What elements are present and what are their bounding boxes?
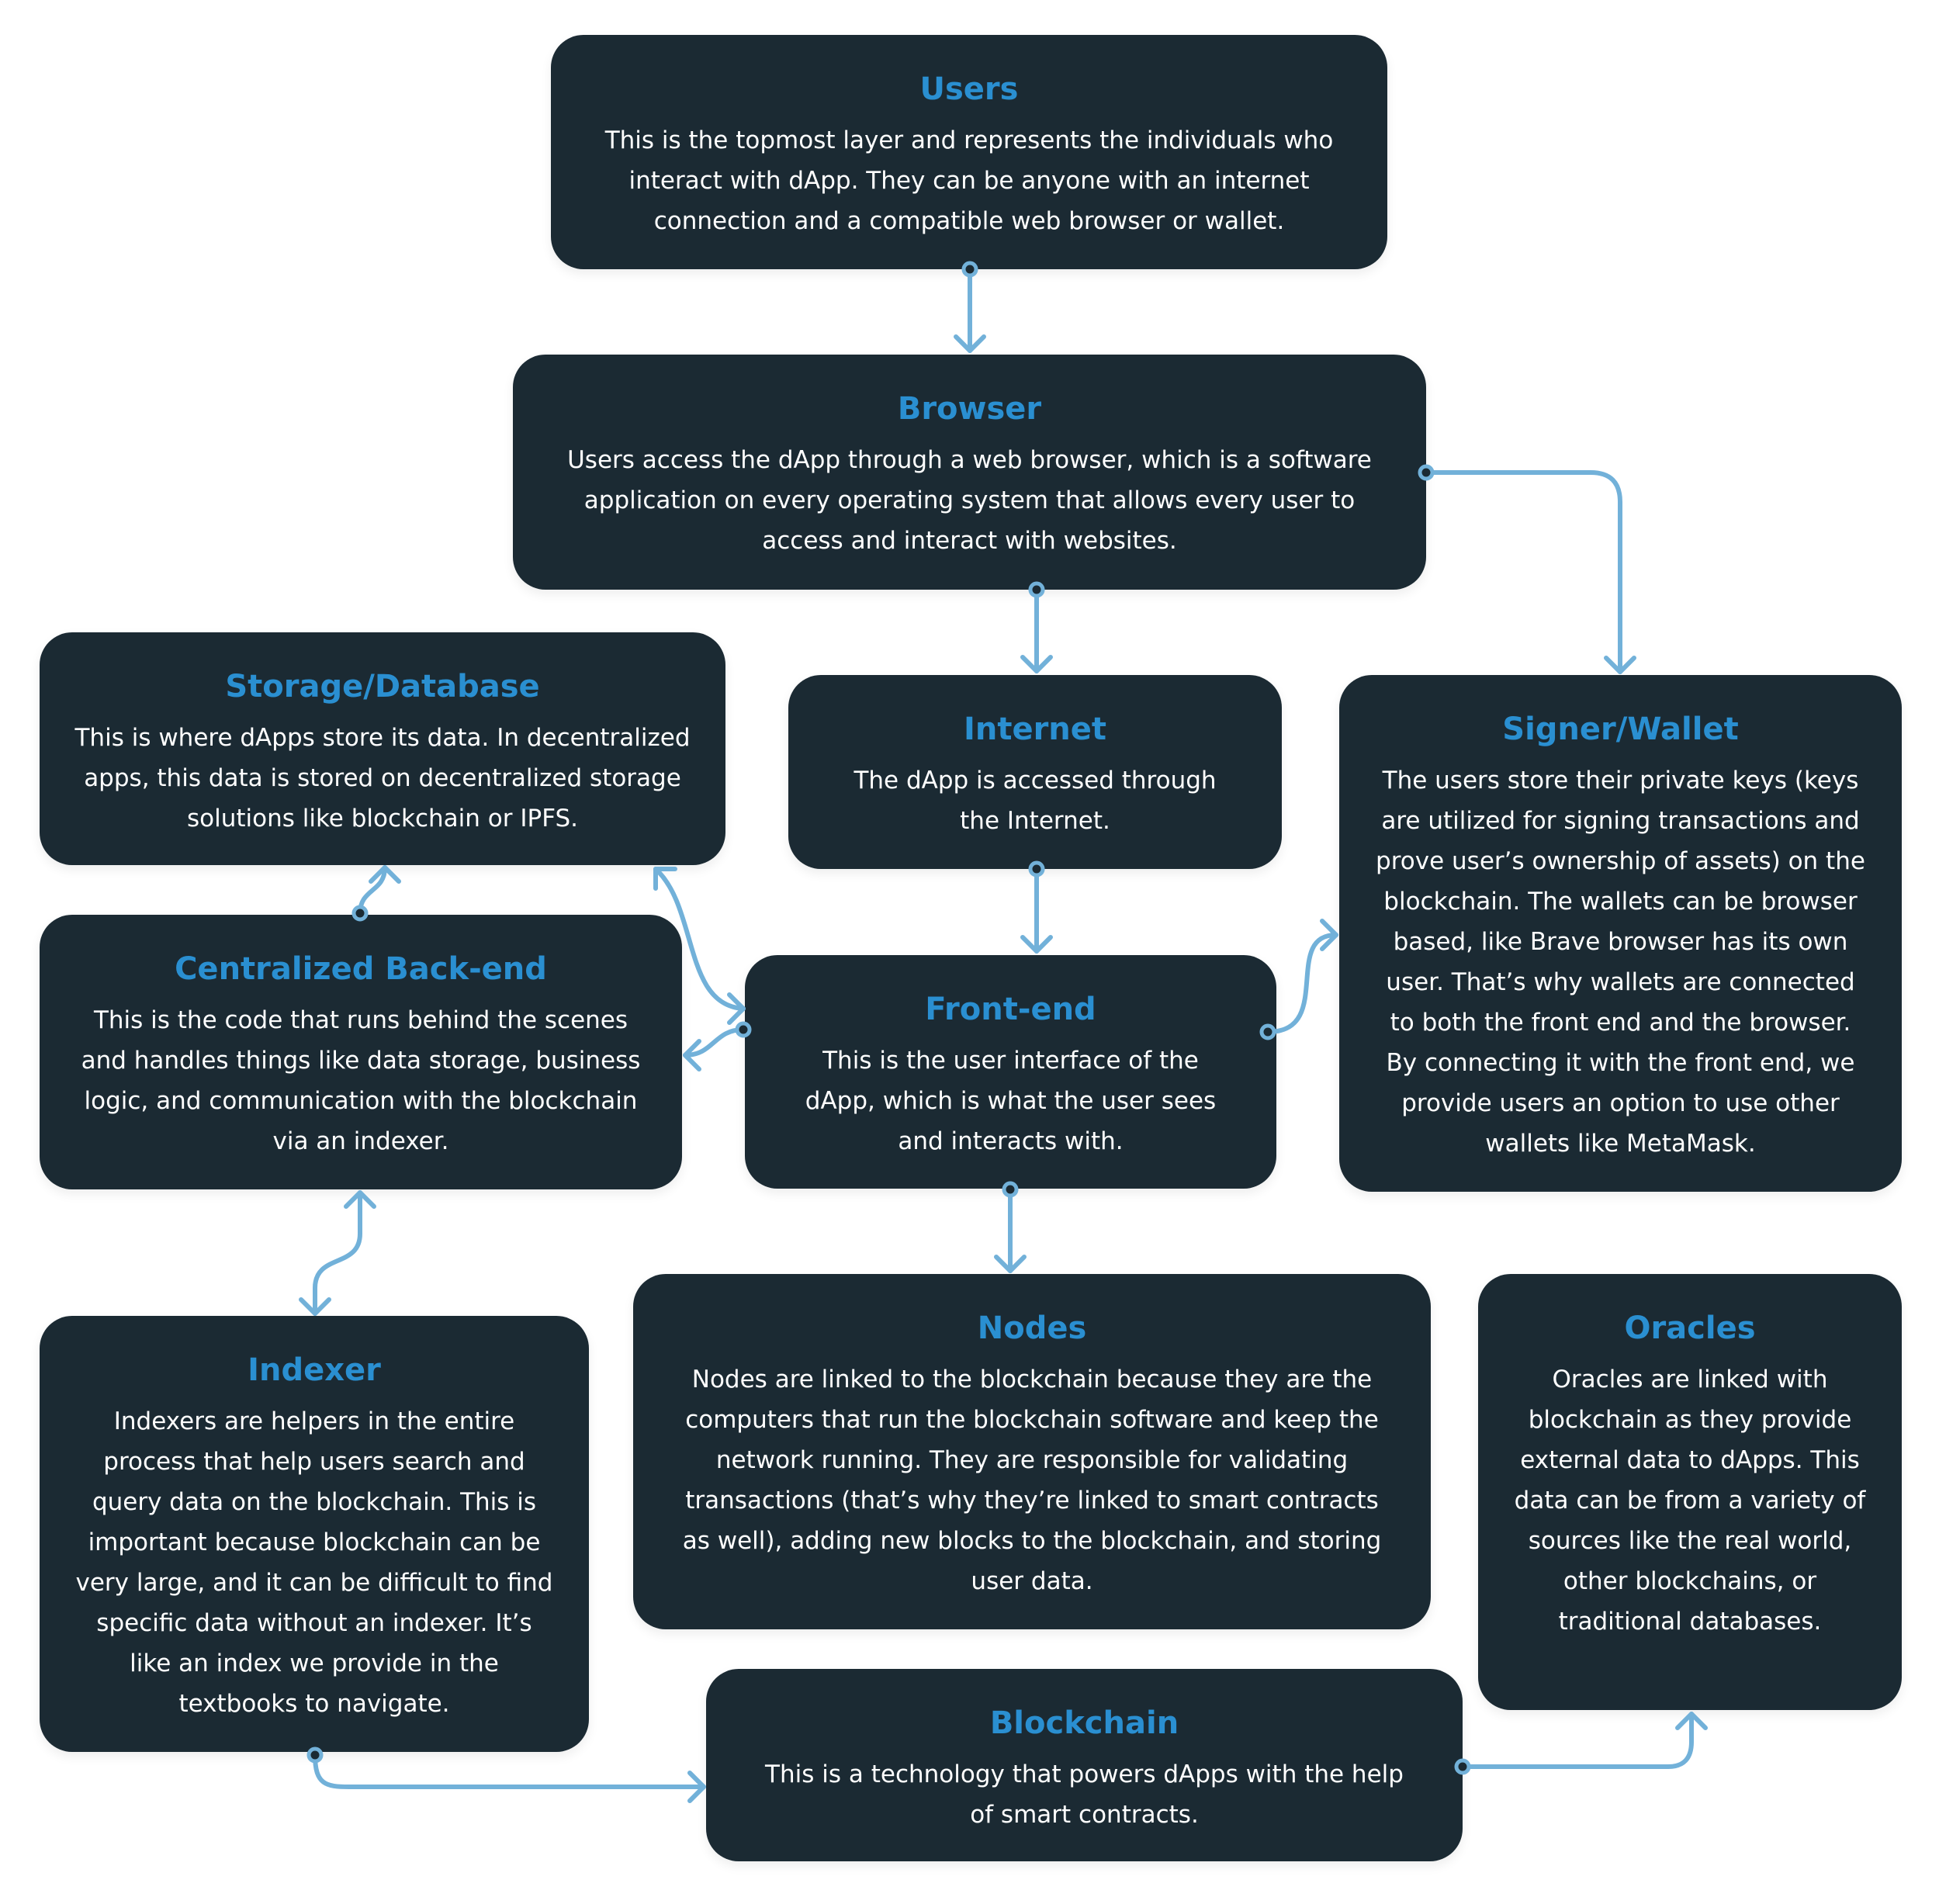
browser-description: Users access the dApp through a web brow… bbox=[567, 446, 1372, 555]
internet-box: Internet The dApp is accessed through th… bbox=[788, 675, 1282, 869]
indexer-title: Indexer bbox=[248, 1352, 381, 1388]
nodes-box: Nodes Nodes are linked to the blockchain… bbox=[633, 1274, 1431, 1629]
signer-wallet-title: Signer/Wallet bbox=[1502, 711, 1739, 747]
frontend-box: Front-end This is the user interface of … bbox=[745, 955, 1276, 1189]
connector-backend-storage bbox=[351, 865, 401, 922]
internet-title: Internet bbox=[963, 711, 1107, 747]
connector-indexer-blockchain bbox=[306, 1746, 706, 1803]
connector-blockchain-oracles bbox=[1454, 1712, 1708, 1775]
blockchain-box: Blockchain This is a technology that pow… bbox=[706, 1669, 1463, 1861]
connector-users-browser bbox=[954, 261, 986, 353]
connector-browser-wallet bbox=[1418, 464, 1636, 674]
connector-internet-frontend bbox=[1020, 860, 1053, 954]
signer-wallet-description: The users store their private keys (keys… bbox=[1376, 767, 1865, 1158]
oracles-title: Oracles bbox=[1624, 1310, 1756, 1346]
blockchain-title: Blockchain bbox=[989, 1705, 1179, 1741]
centralized-backend-description: This is the code that runs behind the sc… bbox=[81, 1006, 641, 1155]
users-description: This is the topmost layer and represents… bbox=[604, 126, 1334, 235]
centralized-backend-box: Centralized Back-end This is the code th… bbox=[40, 915, 682, 1189]
browser-box: Browser Users access the dApp through a … bbox=[513, 355, 1426, 590]
nodes-description: Nodes are linked to the blockchain becau… bbox=[682, 1366, 1382, 1595]
users-box: Users This is the topmost layer and repr… bbox=[551, 35, 1387, 269]
browser-title: Browser bbox=[897, 391, 1042, 427]
centralized-backend-title: Centralized Back-end bbox=[175, 951, 547, 987]
indexer-description: Indexers are helpers in the entire proce… bbox=[75, 1407, 553, 1718]
nodes-title: Nodes bbox=[977, 1310, 1087, 1346]
storage-database-title: Storage/Database bbox=[225, 669, 540, 704]
connector-browser-internet bbox=[1020, 581, 1053, 673]
connector-frontend-backend bbox=[683, 1021, 752, 1071]
connector-frontend-nodes bbox=[994, 1181, 1027, 1273]
connector-backend-indexer bbox=[299, 1190, 376, 1316]
storage-database-box: Storage/Database This is where dApps sto… bbox=[40, 632, 725, 865]
oracles-description: Oracles are linked with blockchain as th… bbox=[1514, 1366, 1866, 1636]
frontend-description: This is the user interface of the dApp, … bbox=[805, 1047, 1217, 1155]
users-title: Users bbox=[919, 71, 1019, 107]
internet-description: The dApp is accessed through the Interne… bbox=[854, 767, 1217, 835]
frontend-title: Front-end bbox=[925, 992, 1096, 1027]
blockchain-description: This is a technology that powers dApps w… bbox=[765, 1760, 1404, 1829]
indexer-box: Indexer Indexers are helpers in the enti… bbox=[40, 1316, 589, 1752]
storage-database-description: This is where dApps store its data. In d… bbox=[74, 724, 691, 833]
signer-wallet-box: Signer/Wallet The users store their priv… bbox=[1339, 675, 1902, 1192]
oracles-box: Oracles Oracles are linked with blockcha… bbox=[1478, 1274, 1902, 1710]
